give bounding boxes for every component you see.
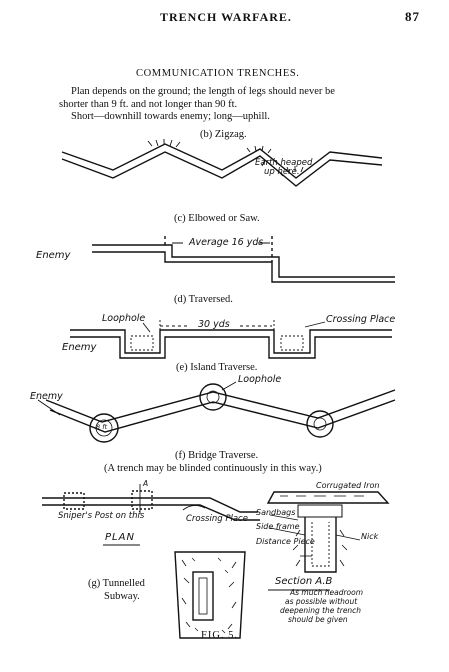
traversed-crossing-label: Crossing Place	[326, 314, 396, 325]
traversed-distance-label: 30 yds	[198, 319, 230, 330]
traversed-enemy-label: Enemy	[62, 342, 97, 353]
plan-label-a: A	[143, 479, 149, 488]
section-title: COMMUNICATION TRENCHES.	[136, 68, 300, 79]
traversed-loophole-label: Loophole	[102, 313, 146, 324]
zigzag-note-1: Earth heaped	[255, 158, 313, 168]
nick-label: Nick	[361, 532, 379, 541]
plan-title: PLAN	[105, 532, 135, 543]
elbowed-trench-drawing	[92, 236, 395, 283]
elbowed-average-label: Average 16 yds	[189, 237, 264, 248]
page-number: 87	[405, 9, 420, 24]
snipers-post-label: Sniper's Post on this	[58, 511, 145, 521]
headroom-note-1: As much headroom	[290, 588, 364, 597]
elbowed-enemy-label: Enemy	[36, 250, 71, 261]
island-mark-label: 8 ft	[96, 423, 108, 431]
corrugated-iron-label: Corrugated Iron	[316, 481, 380, 490]
zigzag-note-2: up here.	[264, 167, 300, 177]
intro-line-3: Short—downhill towards enemy; long—uphil…	[71, 111, 270, 122]
caption-g-line-1: (g) Tunnelled	[88, 578, 145, 589]
zigzag-trench-drawing	[61, 139, 383, 187]
bridge-traverse-plan-drawing	[42, 484, 260, 546]
caption-b: (b) Zigzag.	[200, 129, 247, 140]
bridge-note: (A trench may be blinded continuously in…	[104, 463, 322, 474]
intro-line-2: shorter than 9 ft. and not longer than 9…	[59, 99, 238, 110]
caption-f: (f) Bridge Traverse.	[175, 450, 259, 461]
island-traverse-drawing	[37, 381, 396, 443]
distance-piece-label: Distance Piece	[256, 537, 315, 546]
tunnelled-subway-drawing	[174, 551, 246, 639]
headroom-note-4: should be given	[288, 615, 348, 624]
bridge-section-drawing	[266, 491, 390, 591]
caption-d: (d) Traversed.	[174, 294, 233, 305]
intro-line-1: Plan depends on the ground; the length o…	[71, 86, 335, 97]
traversed-trench-drawing	[70, 320, 392, 359]
section-ab-title: Section A.B	[275, 576, 333, 587]
caption-e: (e) Island Traverse.	[176, 362, 258, 373]
headroom-note-3: deepening the trench	[280, 606, 362, 615]
figure-label: FIG. 5.	[201, 630, 239, 641]
running-header: TRENCH WARFARE.	[160, 10, 292, 24]
island-loophole-label: Loophole	[238, 374, 282, 385]
caption-c: (c) Elbowed or Saw.	[174, 213, 260, 224]
caption-g-line-2: Subway.	[104, 591, 140, 602]
sandbags-label: Sandbags	[256, 508, 296, 517]
island-enemy-label: Enemy	[30, 391, 63, 402]
side-frame-label: Side frame	[256, 522, 300, 531]
plan-crossing-label: Crossing Place	[186, 514, 248, 524]
headroom-note-2: as possible without	[285, 597, 358, 606]
